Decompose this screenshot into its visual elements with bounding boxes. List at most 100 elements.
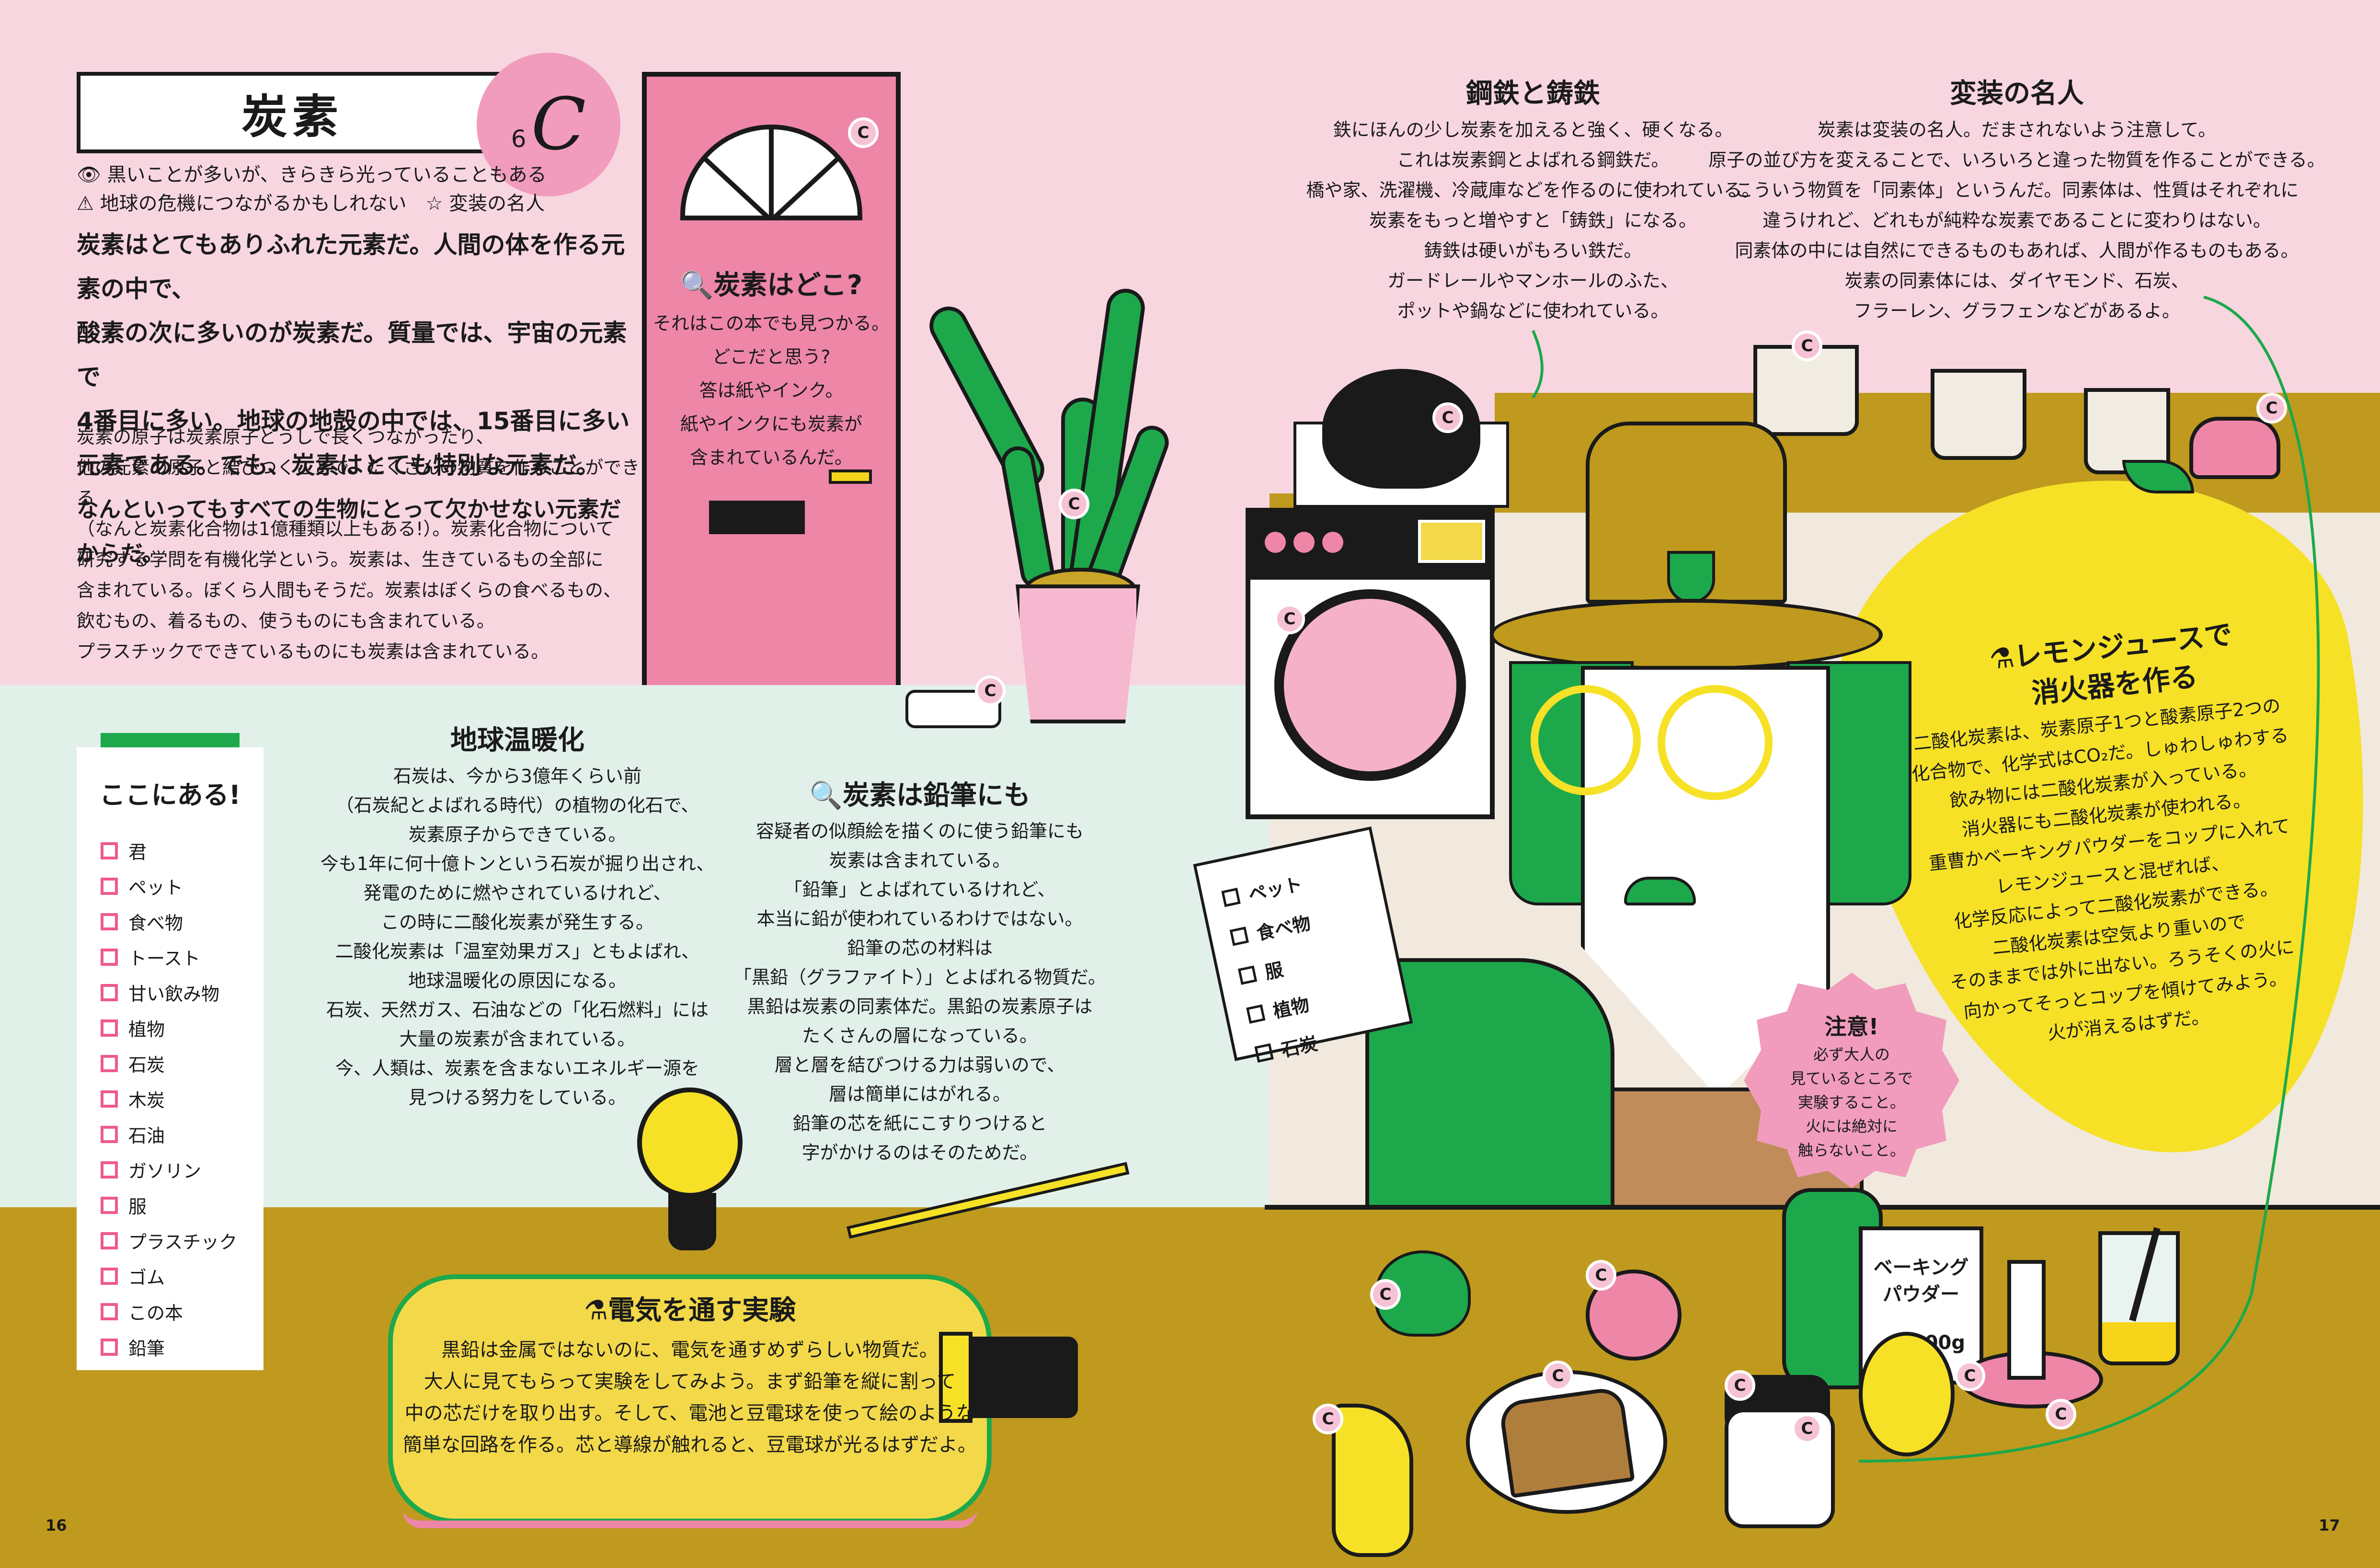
checklist-item[interactable]: 鉛筆 [101, 1334, 165, 1360]
body-line: プラスチックでできているものにも炭素は含まれている。 [77, 641, 549, 662]
checkbox-icon[interactable] [101, 948, 118, 966]
pencil-line: 層は簡単にはがれる。 [828, 1084, 1011, 1105]
experiment-text: 黒鉛は金属ではないのに、電気を通すめずらしい物質だ。 大人に見てもらって実験をし… [388, 1334, 992, 1461]
carbon-marker-icon: C [1370, 1279, 1401, 1310]
warning-line: 見ているところで [1790, 1069, 1913, 1087]
checklist-item[interactable]: 植物 [101, 1015, 165, 1041]
washer-button-icon [1265, 532, 1286, 553]
checklist-item[interactable]: この本 [101, 1298, 183, 1325]
checkbox-icon[interactable] [101, 1196, 118, 1214]
disguise-heading: 変装の名人 [1950, 78, 2084, 109]
checklist-item[interactable]: 木炭 [101, 1086, 165, 1112]
lemon-icon [1859, 1332, 1955, 1456]
warming-line: 地球温暖化の原因になる。 [408, 970, 627, 991]
body-line: 含まれている。ぼくら人間もそうだ。炭素はぼくらの食べるもの、 [77, 580, 621, 601]
checkbox-icon[interactable] [101, 842, 118, 859]
body-line: 他の元素の原子と結びつくことで、たくさんの物質を作ることができる [77, 457, 640, 509]
body-line: 研究する学問を有機化学という。炭素は、生きているもの全部に [77, 549, 604, 570]
steel-line: これは炭素鋼とよばれる鋼鉄だ。 [1396, 149, 1670, 171]
warming-line: 見つける努力をしている。 [408, 1087, 627, 1108]
teapot-icon [2189, 417, 2280, 479]
body-paragraph: 炭素の原子は炭素原子どうしで長くつながったり、 他の元素の原子と結びつくことで、… [77, 422, 642, 667]
warming-line: 二酸化炭素は「温室効果ガス」ともよばれ、 [335, 941, 700, 962]
carbon-marker-icon: C [2046, 1399, 2076, 1430]
intro-line: 酸素の次に多いのが炭素だ。質量では、宇宙の元素で [77, 319, 627, 391]
body-line: 飲むもの、着るもの、使うものにも含まれている。 [77, 610, 495, 631]
warming-heading: 地球温暖化 [450, 725, 584, 756]
steel-line: 炭素をもっと増やすと「鋳鉄」になる。 [1369, 210, 1697, 231]
glass-liquid [2102, 1322, 2176, 1362]
warming-line: 今、人類は、炭素を含まないエネルギー源を [335, 1058, 699, 1079]
checklist-item[interactable]: トースト [101, 944, 200, 970]
pencil-line: 字がかけるのはそのためだ。 [801, 1142, 1038, 1163]
checkbox-icon[interactable] [101, 877, 118, 895]
carbon-marker-icon: C [2256, 393, 2287, 423]
steel-line: ガードレールやマンホールのふた、 [1387, 270, 1679, 291]
checkbox-icon[interactable] [101, 1161, 118, 1179]
carbon-marker-icon: C [1059, 489, 1089, 519]
warming-text: 石炭は、今から3億年くらい前 （石炭紀とよばれる時代）の植物の化石で、 炭素原子… [287, 762, 747, 1112]
experiment-line: 大人に見てもらって実験をしてみよう。まず鉛筆を縦に割って [423, 1371, 956, 1393]
disguise-line: 同素体の中には自然にできるものもあれば、人間が作るものもある。 [1735, 240, 2299, 261]
checkbox-icon[interactable] [101, 1054, 118, 1072]
carbon-marker-icon: C [1792, 331, 1822, 361]
checkbox-icon[interactable] [101, 1019, 118, 1037]
disguise-arrow [1858, 296, 2320, 1463]
checklist-item[interactable]: ゴム [101, 1263, 165, 1289]
checklist-item[interactable]: 甘い飲み物 [101, 979, 219, 1006]
warming-line: 今も1年に何十億トンという石炭が掘り出され、 [320, 853, 715, 874]
checkbox-icon[interactable] [101, 984, 118, 1001]
carbon-marker-icon: C [1274, 604, 1305, 634]
disguise-line: 炭素の同素体には、ダイヤモンド、石炭、 [1844, 270, 2189, 291]
checkbox-icon[interactable] [101, 1125, 118, 1143]
baking-powder-label: ベーキング パウダー [1873, 1257, 1969, 1305]
checkbox-icon[interactable] [101, 1267, 118, 1285]
checklist-item[interactable]: ペット [101, 873, 183, 899]
checkbox-icon[interactable] [101, 1090, 118, 1108]
checkbox-icon[interactable] [101, 1303, 118, 1320]
carbon-marker-icon: C [975, 675, 1006, 706]
steel-heading: 鋼鉄と鋳鉄 [1466, 78, 1600, 109]
checkbox-icon[interactable] [101, 913, 118, 930]
pencil-line: 鉛筆の芯を紙にこすりつけると [792, 1113, 1047, 1134]
checklist-item[interactable]: プラスチック [101, 1227, 237, 1254]
warning-line: 実験すること。 [1797, 1093, 1905, 1111]
where-line: 答は紙やインク。 [699, 380, 844, 401]
checklist-item[interactable]: 石油 [101, 1121, 165, 1147]
pencil-line: 層と層を結びつける力は弱いので、 [774, 1054, 1065, 1076]
checkbox-icon[interactable] [101, 1232, 118, 1249]
page-title-box: 炭素 [77, 72, 508, 153]
page-number-left: 16 [46, 1516, 67, 1534]
checklist-item[interactable]: 石炭 [101, 1050, 165, 1076]
mail-slot [709, 501, 805, 534]
checklist-item[interactable]: ガソリン [101, 1156, 201, 1183]
warning-line: 火には絶対に [1805, 1117, 1898, 1135]
pencil-line: 「黒鉛（グラファイト）」とよばれる物質だ。 [733, 967, 1106, 988]
checklist-item[interactable]: 服 [101, 1192, 147, 1218]
warming-line: 石炭、天然ガス、石油などの「化石燃料」には [326, 999, 709, 1020]
carbon-marker-icon: C [1955, 1361, 1985, 1391]
battery-terminal [939, 1332, 973, 1423]
body-line: （なんと炭素化合物は1億種類以上もある!）。炭素化合物について [77, 518, 614, 539]
checklist-title: ここにある! [99, 780, 241, 810]
checklist-item[interactable]: 食べ物 [101, 908, 183, 935]
page-title: 炭素 [241, 90, 343, 144]
washer-display [1418, 520, 1485, 563]
disguise-line: 違うけれど、どれもが純粋な炭素であることに変わりはない。 [1762, 210, 2271, 231]
checklist-item[interactable]: 君 [101, 837, 147, 864]
warning-title: 注意! [1824, 1014, 1879, 1040]
checkbox-icon[interactable] [101, 1338, 118, 1356]
meta-info: 👁 黒いことが多いが、きらきら光っていることもある ⚠ 地球の危機につながるかも… [77, 160, 604, 218]
intro-line: 元素である。でも、炭素はとても特別な元素だ。 [77, 451, 600, 479]
body-line: 炭素の原子は炭素原子どうしで長くつながったり、 [77, 426, 494, 447]
disguise-line: 炭素は変装の名人。だまされないよう注意して。 [1817, 119, 2217, 140]
where-line: 紙やインクにも炭素が [680, 413, 862, 435]
carbon-marker-icon: C [1432, 402, 1463, 433]
door-window-frame [702, 129, 840, 222]
warming-line: 石炭は、今から3億年くらい前 [393, 766, 642, 787]
atomic-number: 6 [511, 125, 526, 153]
door-handle [829, 469, 872, 484]
apple-icon [1586, 1270, 1682, 1361]
disguise-text: 炭素は変装の名人。だまされないよう注意して。 原子の並び方を変えることで、いろい… [1705, 115, 2328, 326]
element-badge: 6 C [477, 53, 620, 196]
